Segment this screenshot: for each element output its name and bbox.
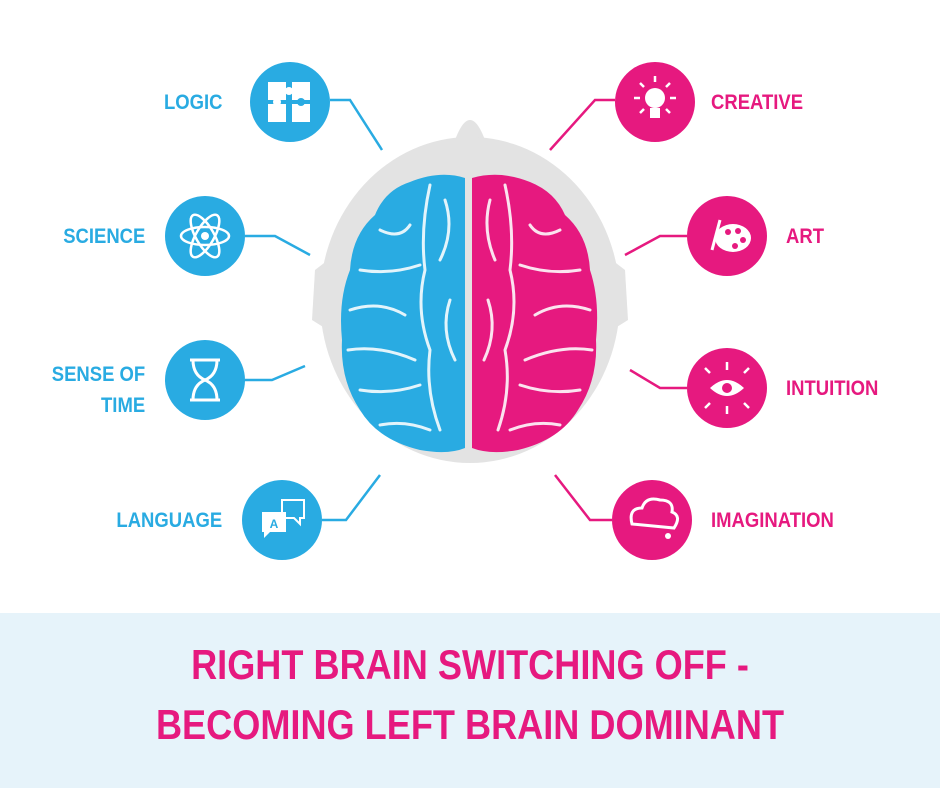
title-banner: RIGHT BRAIN SWITCHING OFF - BECOMING LEF… <box>0 613 940 788</box>
label-imagination: IMAGINATION <box>711 509 834 532</box>
label-intuition: INTUITION <box>786 377 879 400</box>
connector-lines <box>245 98 687 522</box>
brain-diagram: A <box>165 62 767 560</box>
label-time: TIME <box>100 394 145 417</box>
label-language: LANGUAGE <box>116 509 222 532</box>
puzzle-icon <box>250 62 330 142</box>
label-logic: LOGIC <box>163 91 222 114</box>
hourglass-icon <box>165 340 245 420</box>
banner-title-line2: BECOMING LEFT BRAIN DOMINANT <box>155 701 785 748</box>
translate-icon: A <box>242 480 322 560</box>
label-art: ART <box>786 225 824 248</box>
lightbulb-icon <box>615 62 695 142</box>
left-brain-hemisphere <box>341 174 465 453</box>
label-creative: CREATIVE <box>711 91 804 114</box>
right-brain-hemisphere <box>472 174 598 453</box>
palette-icon <box>687 196 767 276</box>
cloud-icon <box>612 480 692 560</box>
eye-icon <box>687 348 767 428</box>
label-sense-of: SENSE OF <box>51 363 145 386</box>
label-science: SCIENCE <box>62 225 145 248</box>
banner-title-line1: RIGHT BRAIN SWITCHING OFF - <box>191 641 749 688</box>
svg-text:A: A <box>270 517 279 531</box>
atom-icon <box>165 196 245 276</box>
